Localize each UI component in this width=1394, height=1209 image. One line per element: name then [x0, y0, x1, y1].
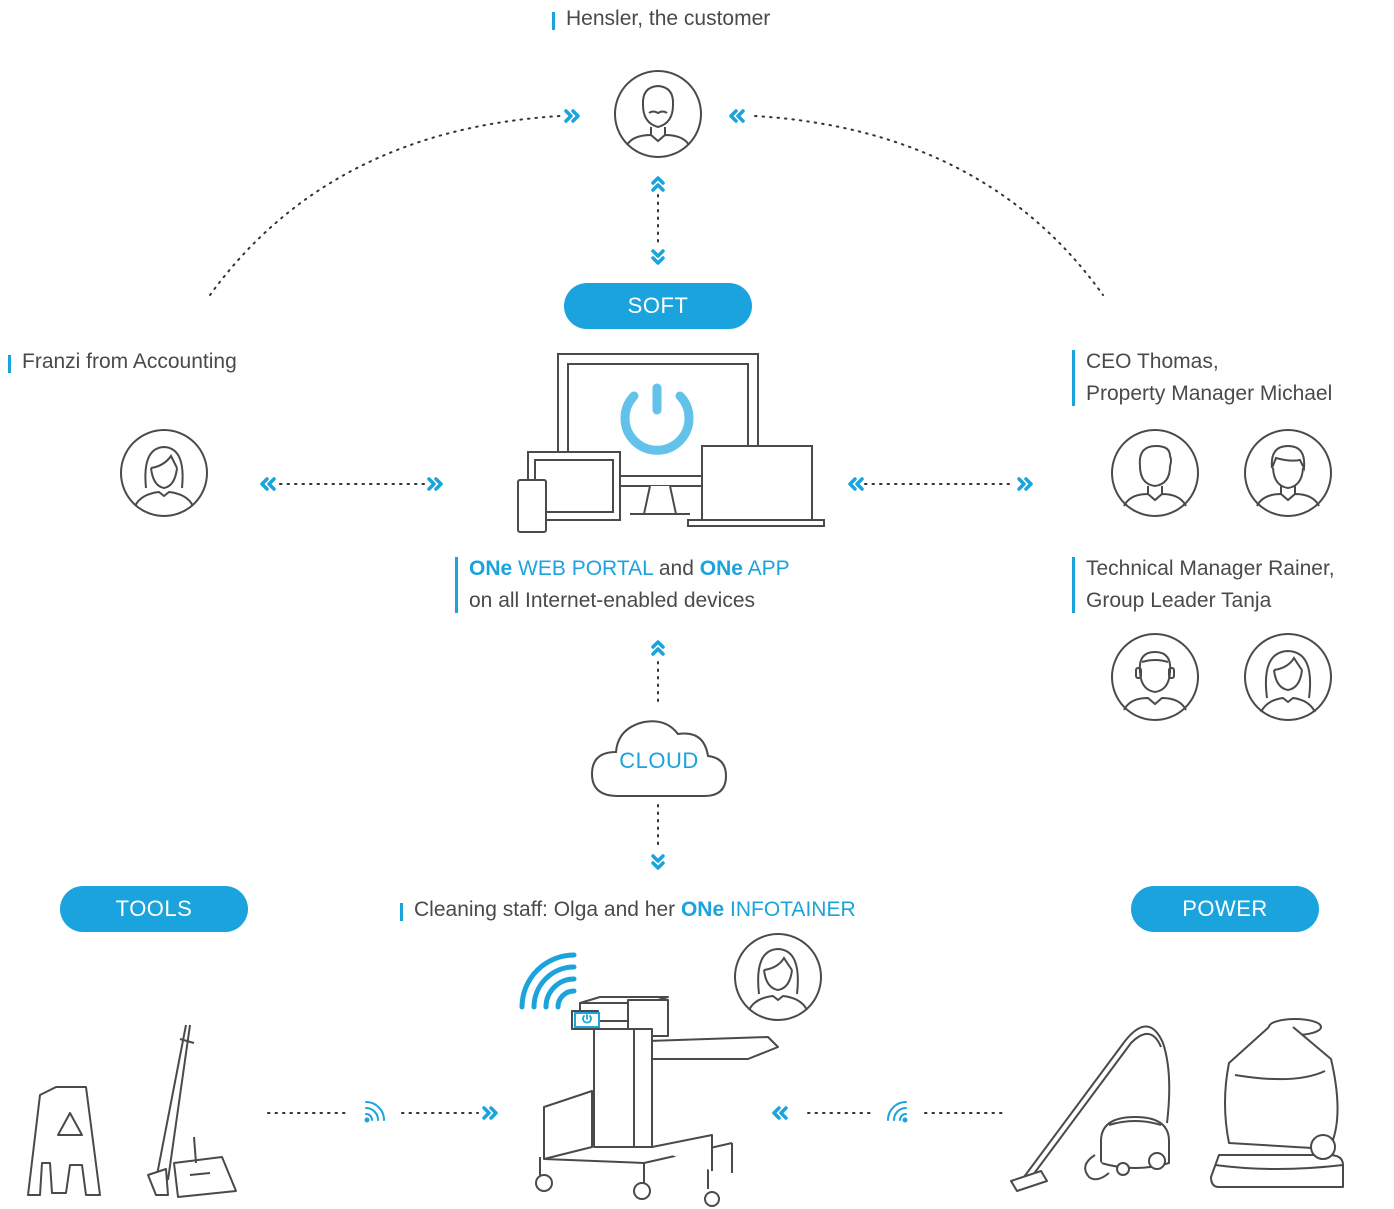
arrow-left-icon	[729, 109, 745, 123]
power-logo-icon	[620, 383, 694, 455]
arrow-right-icon	[482, 1106, 498, 1120]
wifi-signal-icon	[519, 952, 577, 1010]
power-illustration	[1010, 1018, 1344, 1192]
arrow-up-icon	[651, 640, 665, 656]
arrow-down-icon	[651, 249, 665, 265]
customer-avatar	[614, 70, 702, 158]
scrubber-dryer	[1210, 1154, 1344, 1188]
tools-illustration	[27, 1024, 237, 1198]
arrow-left-icon	[260, 477, 276, 491]
arrow-right-icon	[427, 477, 443, 491]
arc-left-to-customer	[209, 115, 561, 296]
management-label: CEO Thomas, Property Manager Michael	[1072, 346, 1332, 410]
technical-manager-avatar	[1111, 633, 1199, 721]
laptop	[701, 445, 813, 521]
tools-badge: TOOLS	[60, 886, 248, 932]
accounting-label: Franzi from Accounting	[8, 346, 237, 378]
wet-floor-sign	[27, 1086, 101, 1196]
arrow-right-icon	[564, 109, 580, 123]
one-brand-logo: ONe	[469, 557, 513, 580]
dustpan	[173, 1156, 237, 1198]
cleaning-trolley-illustration	[519, 952, 779, 1207]
staff-label: Cleaning staff: Olga and her ONe INFOTAI…	[400, 894, 856, 926]
arrow-left-icon	[772, 1106, 788, 1120]
devices-illustration	[517, 353, 825, 533]
wifi-icon	[887, 1101, 908, 1123]
property-manager-avatar	[1244, 429, 1332, 517]
power-logo-icon	[582, 1014, 592, 1024]
broom	[155, 1024, 195, 1181]
olga-avatar	[734, 933, 822, 1021]
accounting-avatar	[120, 429, 208, 517]
wifi-icon	[364, 1101, 385, 1123]
ceo-avatar	[1111, 429, 1199, 517]
arc-right-to-customer	[754, 115, 1104, 296]
cloud-icon	[590, 720, 728, 797]
group-leader-avatar	[1244, 633, 1332, 721]
one-brand-logo: ONe	[699, 557, 743, 580]
arrow-right-icon	[1017, 477, 1033, 491]
portal-label: ONe WEB PORTAL and ONe APP on all Intern…	[455, 553, 790, 617]
arrow-down-icon	[651, 854, 665, 870]
one-brand-logo: ONe	[680, 898, 725, 921]
arrow-left-icon	[848, 477, 864, 491]
technical-label: Technical Manager Rainer, Group Leader T…	[1072, 553, 1335, 617]
customer-label: Hensler, the customer	[552, 3, 770, 35]
arrow-up-icon	[651, 176, 665, 192]
soft-badge: SOFT	[564, 283, 752, 329]
phone	[517, 479, 547, 533]
cloud-label: CLOUD	[619, 748, 699, 773]
power-badge: POWER	[1131, 886, 1319, 932]
